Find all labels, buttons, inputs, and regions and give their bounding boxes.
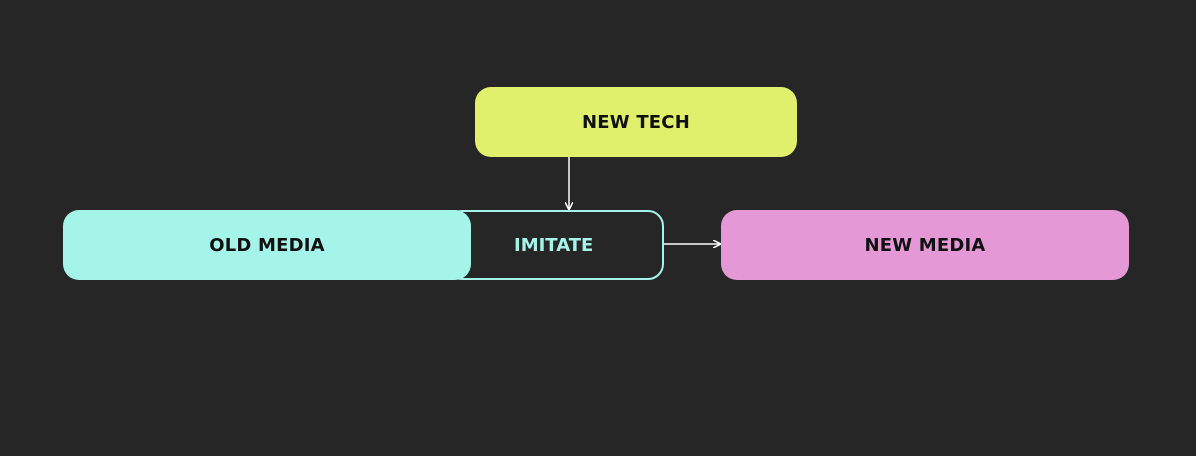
node-new-media-label: NEW MEDIA bbox=[864, 234, 986, 256]
node-old-media: OLD MEDIA bbox=[63, 210, 471, 280]
node-new-tech-label: NEW TECH bbox=[582, 111, 690, 133]
node-old-media-label: OLD MEDIA bbox=[209, 234, 325, 256]
node-imitate-label: IMITATE bbox=[514, 234, 594, 256]
node-new-media: NEW MEDIA bbox=[721, 210, 1129, 280]
node-imitate-outline bbox=[446, 210, 664, 280]
node-new-tech: NEW TECH bbox=[475, 87, 797, 157]
